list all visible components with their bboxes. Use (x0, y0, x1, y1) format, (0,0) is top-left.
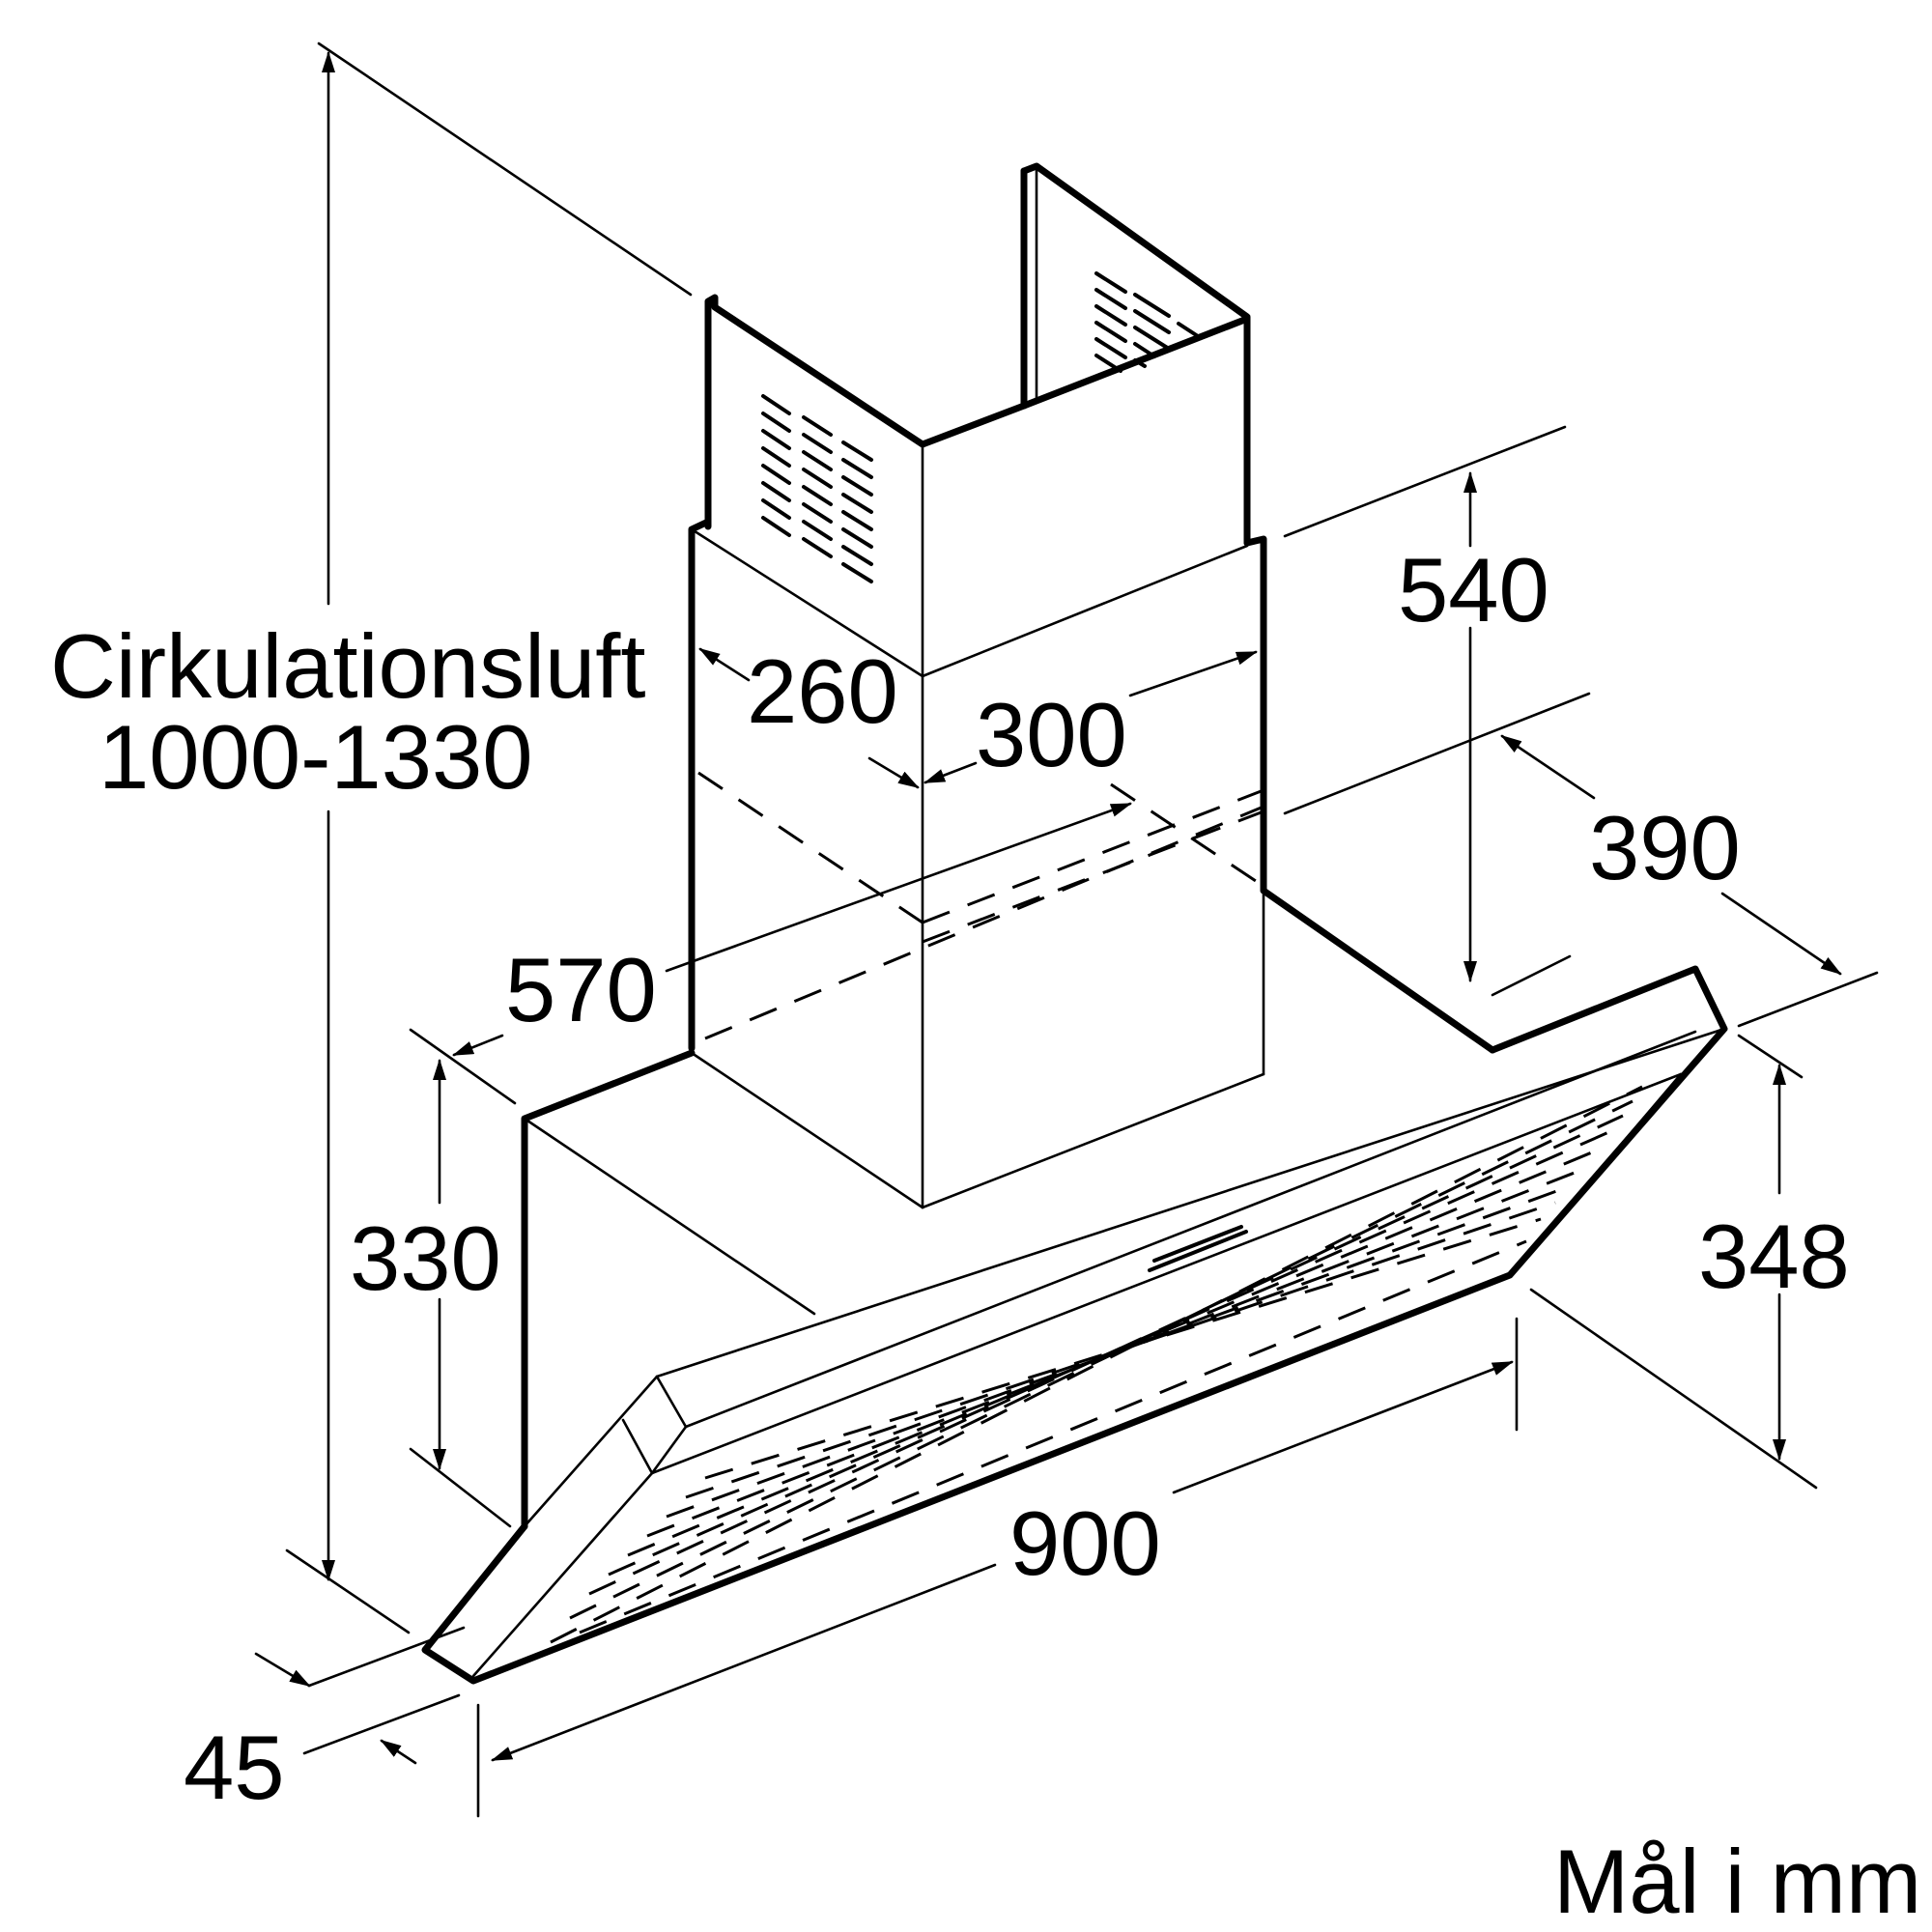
dim-hood-depth-390: 390 (1589, 797, 1741, 898)
dim-hood-thickness-45: 45 (184, 1717, 285, 1818)
dim-body-height-330: 330 (350, 1208, 501, 1309)
title-line-1: Cirkulationsluft (50, 615, 645, 717)
dim-body-depth-570: 570 (505, 939, 657, 1040)
chimney-vent-grill-right (1094, 271, 1200, 373)
title-line-2: 1000-1330 (99, 706, 533, 808)
dimension-lines (254, 42, 1879, 1818)
upper-chimney (690, 162, 1251, 678)
hood-canopy (421, 965, 1728, 1685)
chimney-vent-grill-left (761, 394, 873, 583)
dim-chimney-depth-260: 260 (747, 640, 898, 742)
labels: Cirkulationsluft 1000-1330 260 300 540 3… (50, 539, 1921, 1932)
dim-upper-height-540: 540 (1398, 539, 1549, 640)
dim-hood-width-900: 900 (1009, 1492, 1161, 1594)
lower-chimney (688, 518, 1496, 1209)
dim-chimney-width-300: 300 (976, 684, 1127, 785)
hood-filter-slots (550, 1085, 1643, 1644)
unit-note: Mål i mm (1553, 1831, 1921, 1932)
dim-hood-height-348: 348 (1698, 1206, 1850, 1307)
